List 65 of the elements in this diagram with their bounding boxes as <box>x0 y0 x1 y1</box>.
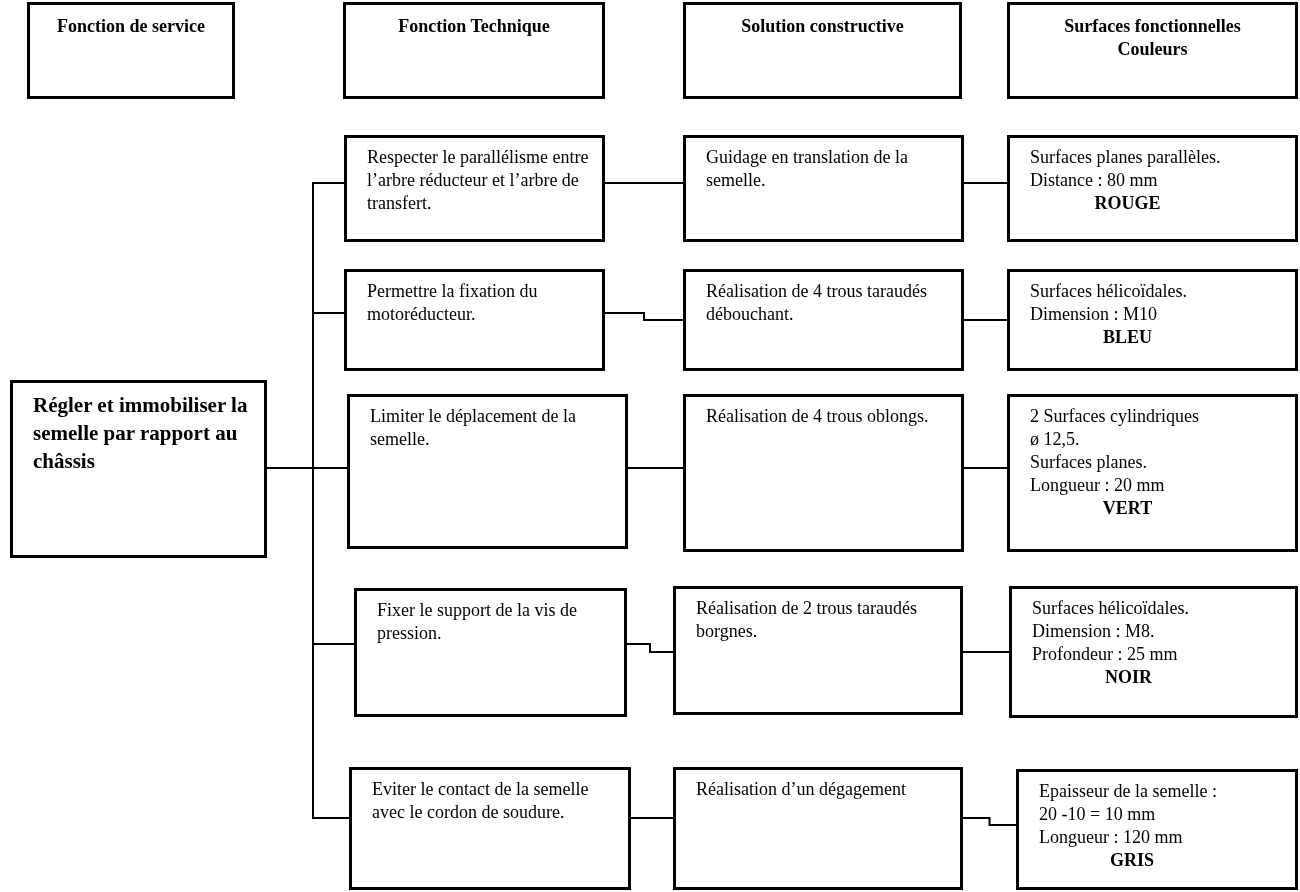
box-text: Réalisation d’un dégagement <box>696 778 907 801</box>
column-header-box <box>27 2 235 99</box>
box-text: Surfaces planes parallèles. <box>1030 146 1222 169</box>
function-box <box>10 380 267 558</box>
box-text: 2 Surfaces cylindriques <box>1030 405 1200 428</box>
connector-line <box>962 651 1010 653</box>
function-box <box>683 269 964 371</box>
color-label: BLEU <box>1102 326 1153 349</box>
color-label: ROUGE <box>1093 192 1162 215</box>
box-text: Respecter le parallélisme entre l’arbre réducteur et l’arbre de transfert. <box>367 146 590 215</box>
column-heading: Solution constructive <box>740 15 905 38</box>
connector-line <box>630 817 674 819</box>
box-text: Réalisation de 2 trous taraudés borgnes. <box>696 597 918 643</box>
box-text: Distance : 80 mm <box>1030 169 1159 192</box>
function-box <box>683 394 964 552</box>
function-box <box>344 135 605 242</box>
function-box <box>1007 135 1298 242</box>
connector-line <box>962 817 1017 826</box>
box-text: Dimension : M10 <box>1030 303 1158 326</box>
function-box <box>1007 394 1298 552</box>
column-header-box <box>343 2 605 99</box>
function-box <box>673 586 963 715</box>
box-text: Longueur : 20 mm <box>1030 474 1166 497</box>
box-text: 20 -10 = 10 mm <box>1039 803 1157 826</box>
connector-line <box>627 467 684 469</box>
box-text: Régler et immobiliser la semelle par rapport au châssis <box>33 392 249 475</box>
box-text: Fixer le support de la vis de pression. <box>377 599 578 645</box>
box-text: Réalisation de 4 trous oblongs. <box>706 405 930 428</box>
function-box <box>673 767 963 890</box>
connector-line <box>963 319 1008 321</box>
box-text: Epaisseur de la semelle : <box>1039 780 1218 803</box>
column-heading: Surfaces fonctionnelles <box>1063 15 1242 38</box>
box-text: Permettre la fixation du motoréducteur. <box>367 280 539 326</box>
box-text: ø 12,5. <box>1030 428 1081 451</box>
box-text: Surfaces planes. <box>1030 451 1148 474</box>
column-heading: Couleurs <box>1116 38 1189 61</box>
connector-line <box>604 182 684 184</box>
function-box <box>1016 769 1298 890</box>
connector-line <box>604 312 684 321</box>
box-text: Dimension : M8. <box>1032 620 1156 643</box>
box-text: Réalisation de 4 trous taraudés débouchant. <box>706 280 928 326</box>
box-text: Longueur : 120 mm <box>1039 826 1184 849</box>
function-box <box>1009 586 1298 718</box>
color-label: VERT <box>1101 497 1154 520</box>
function-box <box>1007 269 1298 371</box>
function-box <box>349 767 631 890</box>
box-text: Profondeur : 25 mm <box>1032 643 1179 666</box>
column-header-box <box>1007 2 1298 99</box>
function-box <box>344 269 605 371</box>
column-heading: Fonction Technique <box>397 15 551 38</box>
column-heading: Fonction de service <box>56 15 206 38</box>
color-label: GRIS <box>1109 849 1155 872</box>
color-label: NOIR <box>1104 666 1153 689</box>
box-text: Surfaces hélicoïdales. <box>1032 597 1190 620</box>
box-text: Surfaces hélicoïdales. <box>1030 280 1188 303</box>
connector-line <box>963 182 1008 184</box>
function-box <box>354 588 627 717</box>
function-box <box>347 394 628 549</box>
column-header-box <box>683 2 962 99</box>
function-box <box>683 135 964 242</box>
connector-line <box>963 467 1008 469</box>
box-text: Limiter le déplacement de la semelle. <box>370 405 577 451</box>
box-text: Eviter le contact de la semelle avec le cordon de soudure. <box>372 778 590 824</box>
box-text: Guidage en translation de la semelle. <box>706 146 909 192</box>
connector-line <box>626 643 674 653</box>
